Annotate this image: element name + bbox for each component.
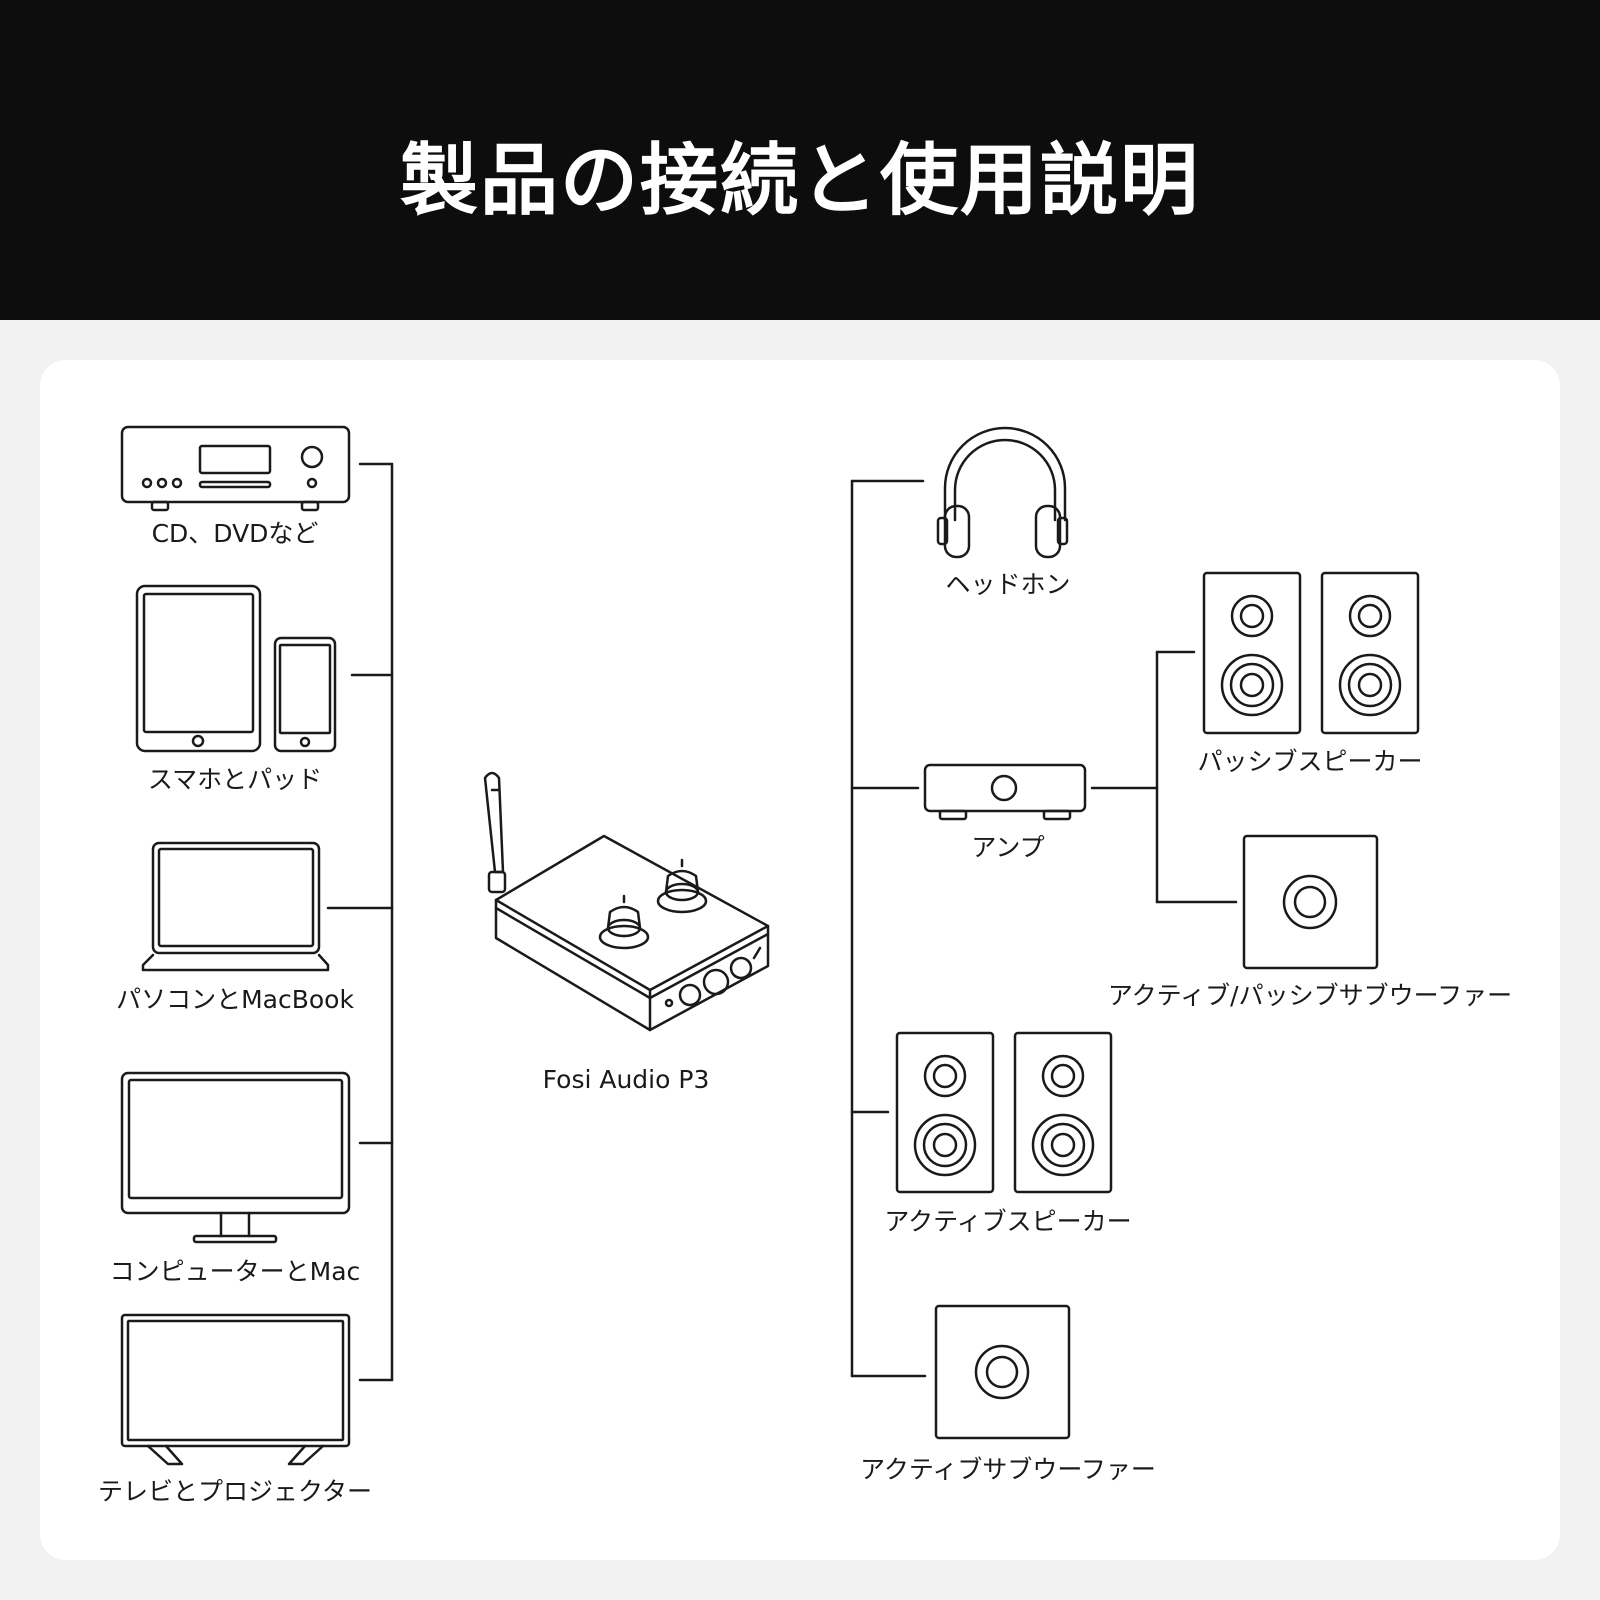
label-monitor: コンピューターとMac [110,1257,361,1286]
label-active-speakers: アクティブスピーカー [884,1207,1131,1236]
label-subwoofer-active-passive: アクティブ/パッシブサブウーファー [1108,981,1512,1010]
cd-player-icon [120,425,351,512]
monitor-icon [120,1071,351,1244]
passive-speaker-pair-icon [1202,571,1420,735]
label-tv: テレビとプロジェクター [98,1477,372,1506]
label-active-subwoofer: アクティブサブウーファー [860,1455,1156,1484]
label-phone-tablet: スマホとパッド [148,765,322,794]
subwoofer-icon [1242,834,1379,970]
connection-diagram: CD、DVDなど スマホとパッド パソコンとMacBook コンピューターとMa… [98,425,1512,1506]
tube-amplifier-icon [483,771,770,1032]
output-connector-lines [850,479,1238,1378]
diagram-panel: CD、DVDなど スマホとパッド パソコンとMacBook コンピューターとMa… [40,360,1560,1560]
active-subwoofer-icon [934,1304,1071,1440]
label-device: Fosi Audio P3 [543,1065,710,1094]
label-laptop: パソコンとMacBook [116,985,354,1014]
tv-icon [120,1313,351,1466]
page-title: 製品の接続と使用説明 [399,136,1200,226]
source-connector-lines [326,462,394,1382]
laptop-icon [141,841,330,972]
header-banner: 製品の接続と使用説明 [0,0,1600,320]
active-speaker-pair-icon [895,1031,1113,1194]
headphones-icon [936,426,1069,559]
amplifier-icon [923,763,1087,821]
label-amp: アンプ [971,833,1044,862]
tablet-phone-icon [135,584,337,753]
label-cd-player: CD、DVDなど [152,519,319,548]
label-headphones: ヘッドホン [945,570,1070,599]
label-passive-speakers: パッシブスピーカー [1197,747,1422,776]
